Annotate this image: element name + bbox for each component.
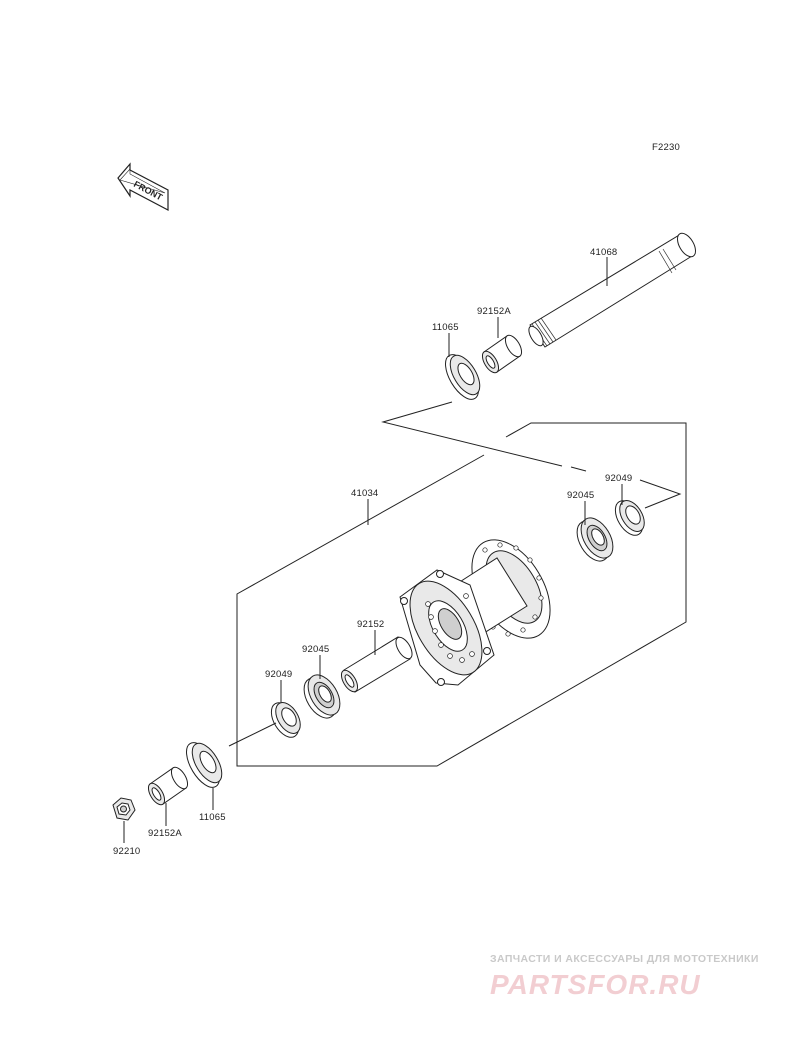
wheel-hub — [399, 539, 551, 686]
label-hub: 41034 — [351, 488, 378, 499]
seal-ring-92049-right — [614, 500, 645, 536]
seal-ring-92049-left — [270, 702, 301, 738]
label-nut: 92210 — [113, 846, 140, 857]
label-collar-upper: 92152A — [477, 306, 511, 317]
label-bearing-right: 92045 — [567, 490, 594, 501]
collar-92152a-upper — [481, 334, 523, 374]
label-collar-lower: 92152A — [148, 828, 182, 839]
figure-code: F2230 — [652, 142, 680, 153]
label-bearing-left: 92045 — [302, 644, 329, 655]
assembly-line-upper — [381, 401, 563, 467]
collar-92152a-lower — [147, 766, 189, 806]
watermark-caption: ЗАПЧАСТИ И АКСЕССУАРЫ ДЛЯ МОТОТЕХНИКИ — [490, 953, 759, 965]
label-ring-left: 92049 — [265, 669, 292, 680]
bearing-92045-right — [576, 517, 614, 562]
label-seal-upper: 11065 — [432, 322, 459, 333]
label-seal-lower: 11065 — [199, 812, 226, 823]
spacer-92152 — [340, 636, 413, 693]
assembly-line-right — [639, 479, 682, 509]
nut-92210-icon — [112, 797, 136, 821]
axle-41068 — [528, 232, 696, 348]
seal-11065-lower — [186, 742, 223, 788]
front-arrow-icon: FRONT — [117, 162, 169, 211]
label-spacer: 92152 — [357, 619, 384, 630]
label-ring-right: 92049 — [605, 473, 632, 484]
hub-group-bracket — [236, 422, 687, 767]
assembly-line-left — [228, 722, 277, 747]
label-axle: 41068 — [590, 247, 617, 258]
watermark-logo: PARTSFOR.RU — [490, 969, 701, 1000]
bearing-92045-left — [303, 674, 341, 719]
seal-11065-upper — [445, 354, 481, 400]
